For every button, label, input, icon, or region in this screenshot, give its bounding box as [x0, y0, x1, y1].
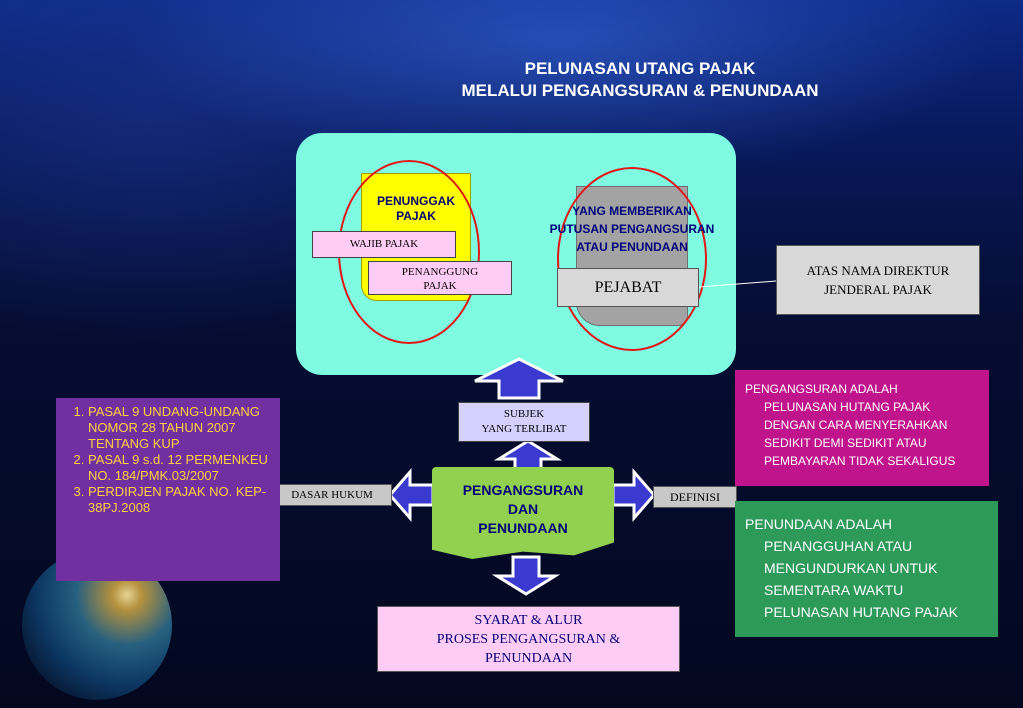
legal-basis-item: PASAL 9 UNDANG-UNDANG NOMOR 28 TAHUN 200… — [88, 404, 274, 452]
legal-basis-item: PASAL 9 s.d. 12 PERMENKEU NO. 184/PMK.03… — [88, 452, 274, 484]
pengangsuran-definition-box: PENGANGSURAN ADALAH PELUNASAN HUTANG PAJ… — [735, 370, 989, 486]
definition-line: PELUNASAN HUTANG PAJAK — [764, 604, 958, 620]
wajib-pajak-box: WAJIB PAJAK — [312, 231, 456, 258]
arrow-up-to-panel-icon — [474, 357, 564, 400]
definition-line: PENGANGSURAN ADALAH — [745, 382, 898, 396]
legal-basis-item: PERDIRJEN PAJAK NO. KEP-38PJ.2008 — [88, 484, 274, 516]
penanggung-pajak-box: PENANGGUNG PAJAK — [368, 261, 512, 295]
definition-line: SEDIKIT DEMI SEDIKIT ATAU — [764, 436, 927, 450]
penunggak-label: PENUNGGAK PAJAK — [376, 194, 455, 223]
definisi-label: DEFINISI — [653, 486, 737, 508]
pejabat-connector-line — [698, 280, 777, 288]
pemberi-putusan-label: YANG MEMBERIKAN PUTUSAN PENGANGSURAN ATA… — [549, 204, 715, 254]
definition-line: PELUNASAN HUTANG PAJAK — [764, 400, 931, 414]
syarat-alur-box: SYARAT & ALUR PROSES PENGANGSURAN & PENU… — [377, 606, 680, 672]
subjek-box: SUBJEK YANG TERLIBAT — [458, 402, 590, 442]
definition-line: PENANGGUHAN ATAU — [764, 538, 913, 554]
title-line-2: MELALUI PENGANGSURAN & PENUNDAAN — [461, 81, 819, 100]
dasar-hukum-label: DASAR HUKUM — [272, 484, 392, 506]
title-line-1: PELUNASAN UTANG PAJAK — [524, 59, 756, 78]
pejabat-box: PEJABAT — [557, 268, 699, 307]
definition-line: PEMBAYARAN TIDAK SEKALIGUS — [764, 454, 956, 468]
definition-line: SEMENTARA WAKTU — [764, 582, 904, 598]
arrow-down-to-syarat-icon — [491, 555, 561, 596]
penundaan-definition-box: PENUNDAAN ADALAH PENANGGUHAN ATAU MENGUN… — [735, 501, 998, 637]
definition-line: MENGUNDURKAN UNTUK — [764, 560, 938, 576]
right-oval — [557, 167, 707, 351]
page-title: PELUNASAN UTANG PAJAK MELALUI PENGANGSUR… — [280, 58, 1000, 102]
arrow-right-to-definisi-icon — [611, 467, 656, 523]
legal-basis-list: PASAL 9 UNDANG-UNDANG NOMOR 28 TAHUN 200… — [64, 404, 274, 516]
definition-line: DENGAN CARA MENYERAHKAN — [764, 418, 948, 432]
definition-line: PENUNDAAN ADALAH — [745, 516, 893, 532]
legal-basis-box: PASAL 9 UNDANG-UNDANG NOMOR 28 TAHUN 200… — [56, 398, 280, 581]
atas-nama-box: ATAS NAMA DIREKTUR JENDERAL PAJAK — [776, 245, 980, 315]
arrow-left-to-dasar-hukum-icon — [388, 467, 435, 523]
pengangsuran-penundaan-center: PENGANGSURAN DAN PENUNDAAN — [432, 467, 614, 559]
